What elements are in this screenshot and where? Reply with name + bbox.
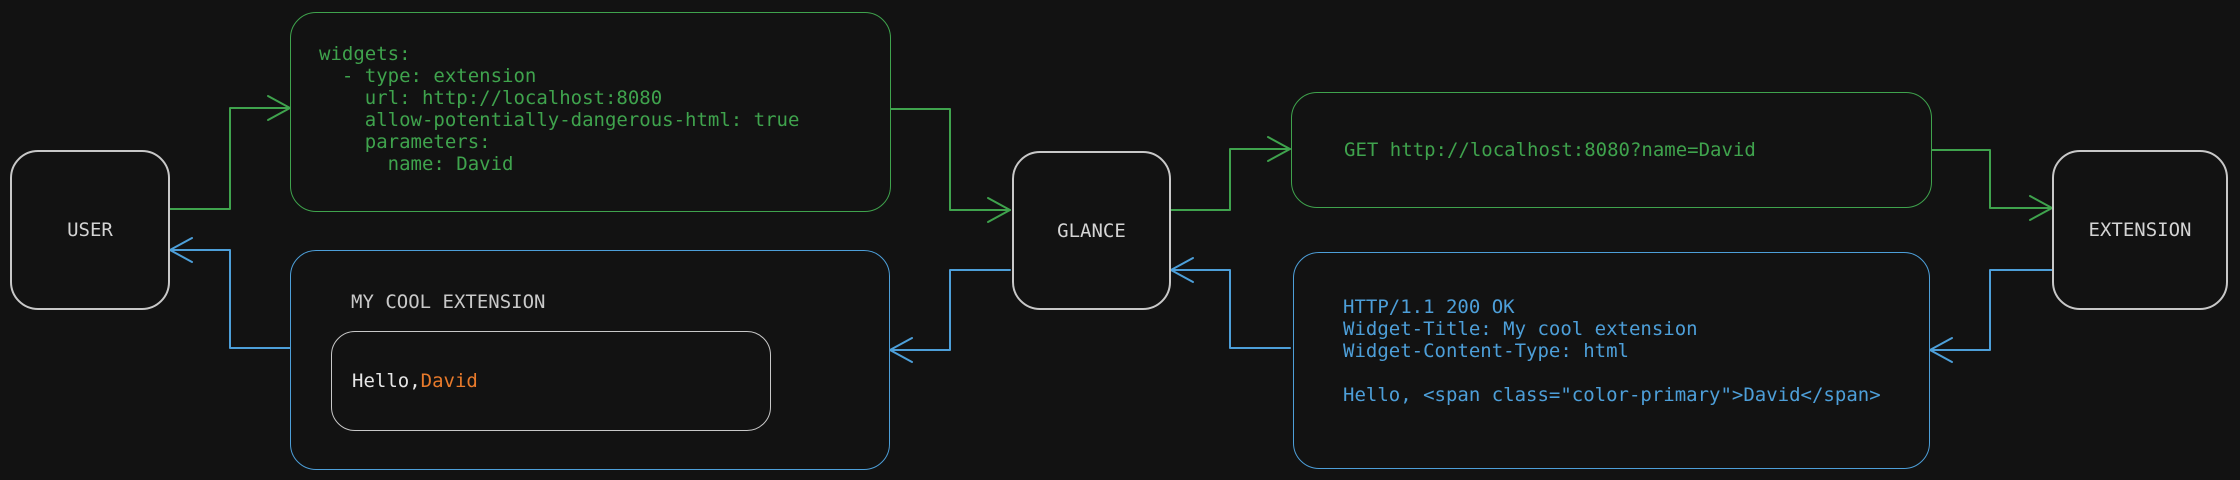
request-text: GET http://localhost:8080?name=David bbox=[1344, 139, 1756, 161]
config-yaml-code: widgets: - type: extension url: http://l… bbox=[319, 43, 800, 175]
user-node-label: USER bbox=[67, 219, 113, 241]
response-http-code: HTTP/1.1 200 OK Widget-Title: My cool ex… bbox=[1343, 296, 1881, 406]
request-flow-green bbox=[169, 95, 2053, 223]
connector-response-to-glance bbox=[1170, 269, 1291, 349]
connector-widget-to-user bbox=[169, 249, 291, 349]
response-box: HTTP/1.1 200 OK Widget-Title: My cool ex… bbox=[1293, 252, 1930, 469]
widget-title: MY COOL EXTENSION bbox=[351, 291, 546, 313]
greeting-text: Hello, bbox=[352, 370, 421, 392]
connector-extension-to-response bbox=[1929, 269, 2053, 351]
response-flow-blue bbox=[169, 237, 2053, 363]
glance-node-label: GLANCE bbox=[1057, 219, 1126, 242]
widget-box: MY COOL EXTENSION Hello, David bbox=[290, 250, 890, 470]
arrowhead-into-response-icon bbox=[1929, 337, 1953, 363]
arrowhead-into-request-icon bbox=[1267, 136, 1291, 162]
connector-glance-to-widget bbox=[889, 269, 1011, 351]
arrowhead-into-glance-icon bbox=[987, 197, 1011, 223]
connector-user-to-config bbox=[169, 107, 291, 210]
request-box: GET http://localhost:8080?name=David bbox=[1291, 92, 1932, 208]
glance-node: GLANCE bbox=[1012, 151, 1171, 310]
arrowhead-into-user-icon bbox=[169, 237, 193, 263]
widget-preview-box: Hello, David bbox=[331, 331, 771, 431]
extension-node: EXTENSION bbox=[2052, 150, 2228, 310]
extension-node-label: EXTENSION bbox=[2088, 219, 2192, 241]
connector-glance-to-request bbox=[1170, 148, 1291, 211]
greeting-name: David bbox=[420, 370, 478, 392]
arrowhead-into-widget-icon bbox=[889, 337, 913, 363]
config-box: widgets: - type: extension url: http://l… bbox=[290, 12, 891, 212]
connector-config-to-glance bbox=[890, 108, 1011, 211]
arrowhead-into-glance-blue-icon bbox=[1170, 257, 1194, 283]
connector-request-to-extension bbox=[1931, 149, 2053, 209]
user-node: USER bbox=[10, 150, 170, 310]
